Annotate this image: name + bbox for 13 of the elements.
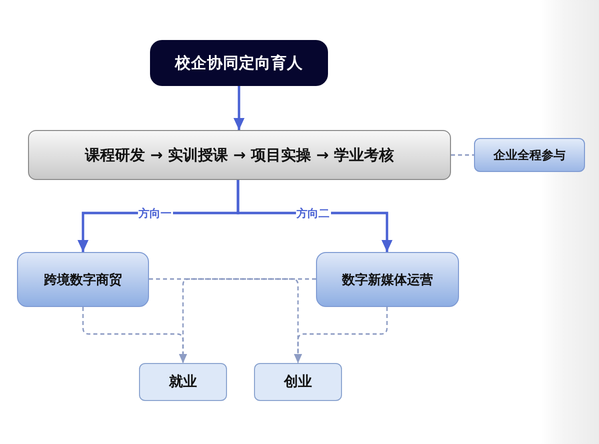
dashed-connector-line — [451, 154, 474, 156]
process-box: 课程研发 → 实训授课 → 项目实操 → 学业考核 — [28, 130, 451, 180]
arrow — [234, 86, 244, 130]
side-box: 企业全程参与 — [474, 138, 585, 172]
outcome-box: 创业 — [254, 363, 342, 401]
edge-label: 方向二 — [296, 206, 330, 220]
header-box: 校企协同定向育人 — [150, 40, 328, 86]
branch-box: 跨境数字商贸 — [17, 252, 149, 307]
dashed-arrow — [179, 278, 316, 363]
edge-label: 方向一 — [138, 206, 172, 220]
outcome-box: 就业 — [139, 363, 227, 401]
dashed-arrow — [294, 307, 388, 363]
branch-box: 数字新媒体运营 — [316, 252, 459, 307]
